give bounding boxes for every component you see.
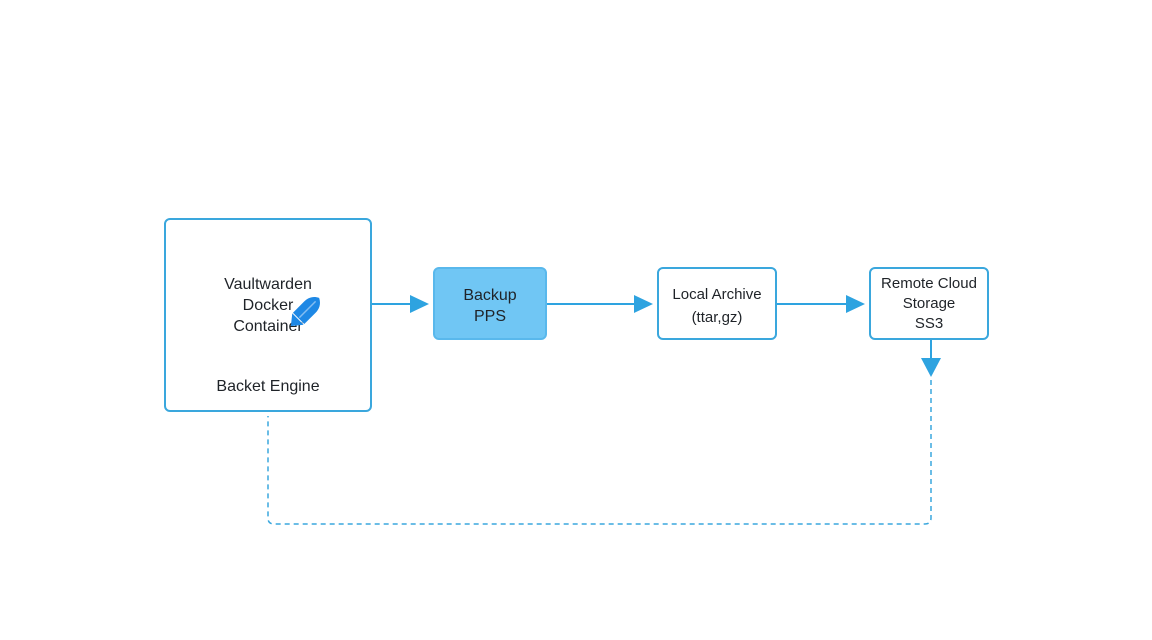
remote-cloud-label-line-1: Remote Cloud	[881, 275, 977, 292]
pen-icon	[290, 297, 320, 327]
edge-backup-to-local-archive	[547, 295, 653, 313]
backup-label-line-2: PPS	[473, 308, 506, 325]
edge-vaultwarden-to-backup	[372, 295, 429, 313]
remote-cloud-storage-node[interactable]: Remote Cloud Storage SS3	[869, 267, 989, 340]
remote-cloud-label-line-3: SS3	[914, 315, 944, 332]
vaultwarden-label-line-3: Container	[233, 318, 303, 335]
vaultwarden-label-line-2: Docker	[242, 297, 294, 314]
local-archive-node[interactable]: Local Archive (ttar,gz)	[657, 267, 777, 340]
edge-remote-cloud-to-vaultwarden-dashed	[267, 380, 932, 525]
backup-label-line-1: Backup	[463, 287, 517, 304]
vaultwarden-label-line-1: Vaultwarden	[224, 276, 312, 293]
vaultwarden-sublabel: Backet Engine	[216, 378, 320, 395]
edge-local-archive-to-remote-cloud	[777, 295, 865, 313]
vaultwarden-container-node[interactable]: Vaultwarden Docker Container Backet Engi…	[164, 218, 372, 412]
edge-remote-cloud-down	[921, 340, 941, 377]
remote-cloud-label-line-2: Storage	[902, 295, 956, 312]
backup-pps-node[interactable]: Backup PPS	[433, 267, 547, 340]
local-archive-label-line-2: (ttar,gz)	[691, 309, 743, 326]
local-archive-label-line-1: Local Archive	[672, 286, 762, 303]
